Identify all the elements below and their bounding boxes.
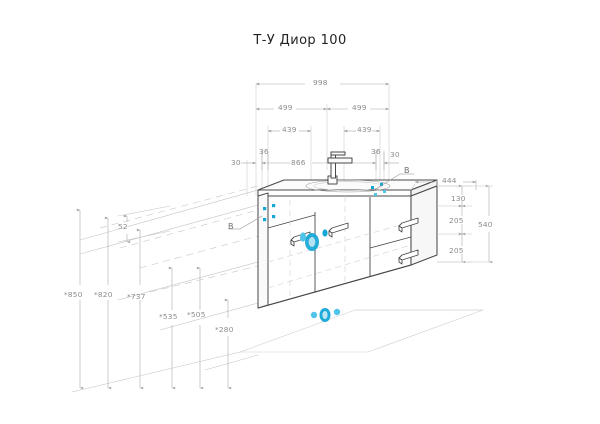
dim-866: 866 xyxy=(291,158,306,167)
selection-marker-handle[interactable] xyxy=(300,229,328,251)
mixer-tap[interactable] xyxy=(327,151,353,185)
wall-projection-lines xyxy=(79,189,259,371)
dim-444: 444 xyxy=(442,176,457,185)
dimension-vertical-right xyxy=(437,184,493,264)
dim-737: *737 xyxy=(127,292,146,301)
dim-205-upper: 205 xyxy=(449,216,464,225)
floor-reference-plane xyxy=(239,309,484,353)
wall-projection-dashed xyxy=(99,185,259,293)
dim-36-left: 36 xyxy=(259,147,269,156)
dim-998: 998 xyxy=(313,78,328,87)
leader-b-right xyxy=(373,173,414,191)
dimension-444 xyxy=(410,180,477,191)
dim-280: *280 xyxy=(215,325,234,334)
dim-439-left: 439 xyxy=(282,125,297,134)
dimension-vertical-left xyxy=(76,208,232,390)
dim-30-left: 30 xyxy=(231,158,241,167)
leader-label-b-right: В xyxy=(404,166,410,175)
front-panel-divisions xyxy=(267,197,412,292)
washbasin-countertop[interactable] xyxy=(257,179,438,197)
selection-marker-squares[interactable] xyxy=(263,204,276,222)
dim-850: *850 xyxy=(64,290,83,299)
cabinet-left-panel xyxy=(257,192,269,309)
dim-205-lower: 205 xyxy=(449,246,464,255)
dim-820: *820 xyxy=(94,290,113,299)
dim-439-right: 439 xyxy=(357,125,372,134)
interior-guides xyxy=(267,196,412,300)
leader-b-left xyxy=(228,215,263,230)
dim-540: 540 xyxy=(478,220,493,229)
selection-marker-bottom[interactable] xyxy=(310,308,341,322)
dim-505: *505 xyxy=(187,310,206,319)
dim-535: *535 xyxy=(159,312,178,321)
dim-30-right: 30 xyxy=(390,150,400,159)
dim-499-right: 499 xyxy=(352,103,367,112)
handle-drawer-bottom[interactable] xyxy=(398,249,419,265)
dimension-52 xyxy=(117,205,171,244)
dim-130: 130 xyxy=(451,194,466,203)
selection-marker-countertop[interactable] xyxy=(371,183,386,196)
baseline-reference xyxy=(71,351,241,393)
page-title: Т-У Диор 100 xyxy=(253,33,347,48)
handle-drawer-top[interactable] xyxy=(398,217,419,233)
leader-label-b-left: В xyxy=(228,222,234,231)
dim-36-right: 36 xyxy=(371,147,381,156)
extension-lines-top xyxy=(246,84,390,196)
cabinet-carcass[interactable] xyxy=(257,185,438,309)
dim-499-left: 499 xyxy=(278,103,293,112)
handle-right[interactable] xyxy=(328,222,349,238)
dim-52: 52 xyxy=(118,222,128,231)
